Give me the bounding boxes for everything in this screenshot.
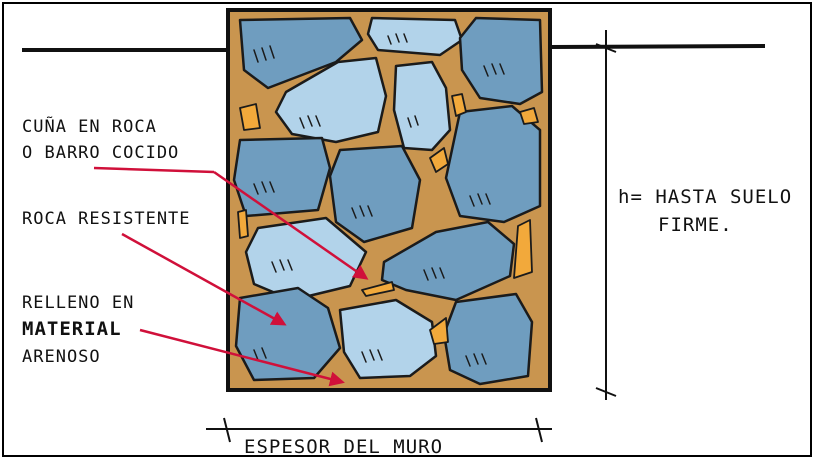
- wedge: [429, 317, 449, 345]
- wedge: [361, 281, 395, 297]
- stone: [442, 292, 534, 386]
- stone-texture: [253, 33, 505, 367]
- rock-arrow: [121, 232, 287, 326]
- wedge-arrow: [213, 170, 369, 280]
- stone: [232, 136, 332, 218]
- label-wedge-line2: O BARRO COCIDO: [22, 143, 180, 163]
- label-rock: ROCA RESISTENTE: [22, 209, 191, 229]
- wedge: [513, 219, 533, 279]
- stone: [274, 56, 388, 144]
- stone: [392, 60, 452, 152]
- wedges: [237, 93, 539, 345]
- label-fill-line1: RELLENO EN: [22, 293, 135, 313]
- label-height-line2: FIRME.: [658, 214, 733, 236]
- wedge: [519, 107, 539, 125]
- wedge: [239, 103, 261, 131]
- wedge: [429, 147, 449, 173]
- wedge: [451, 93, 467, 117]
- height-dimension: [595, 30, 617, 400]
- label-fill-line3: ARENOSO: [22, 347, 101, 367]
- wedge: [237, 209, 249, 239]
- stone: [328, 144, 422, 244]
- label-thickness: ESPESOR DEL MURO: [244, 436, 444, 458]
- ground-line-right: [549, 44, 766, 49]
- stones: [232, 16, 544, 386]
- stone: [444, 104, 542, 224]
- stone: [244, 216, 368, 302]
- label-wedge-line1: CUÑA EN ROCA: [22, 117, 157, 137]
- pointer-arrows: [93, 166, 369, 387]
- fill-arrow: [139, 328, 345, 387]
- stone: [366, 16, 464, 57]
- label-height-line1: h= HASTA SUELO: [618, 186, 793, 208]
- wedge-arrow-line: [93, 166, 215, 174]
- stone: [458, 16, 544, 106]
- thickness-dimension: [206, 417, 552, 443]
- label-fill-line2: MATERIAL: [22, 318, 122, 340]
